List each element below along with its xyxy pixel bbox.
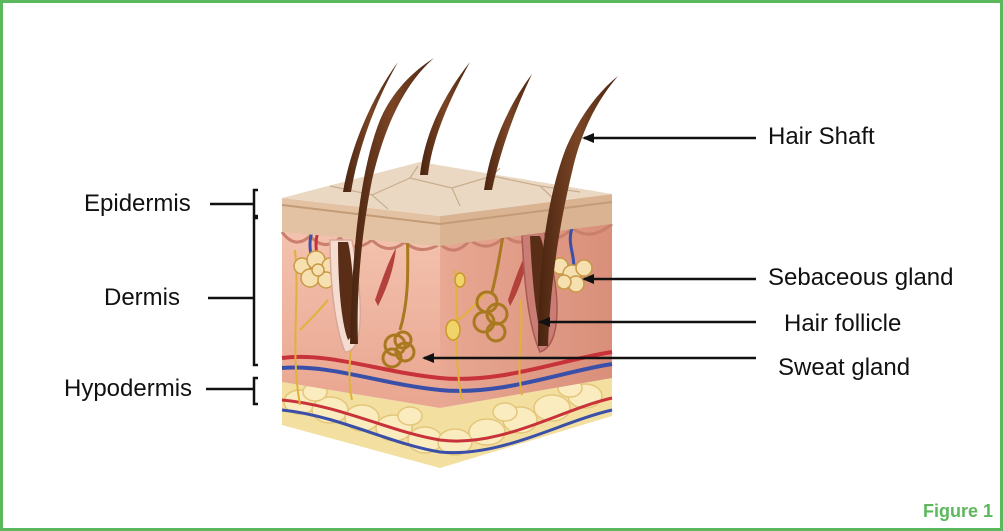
figure-label: Figure 1 [923,500,993,522]
hair-shaft-label: Hair Shaft [768,123,875,151]
sebaceous-gland-label: Sebaceous gland [768,264,953,292]
dermis-label: Dermis [104,284,180,312]
epidermis-label: Epidermis [84,190,191,218]
sweat-gland-label: Sweat gland [778,354,910,382]
hypodermis-label: Hypodermis [64,375,192,403]
layer-brackets [206,190,258,404]
hair-follicle-label: Hair follicle [784,310,901,338]
